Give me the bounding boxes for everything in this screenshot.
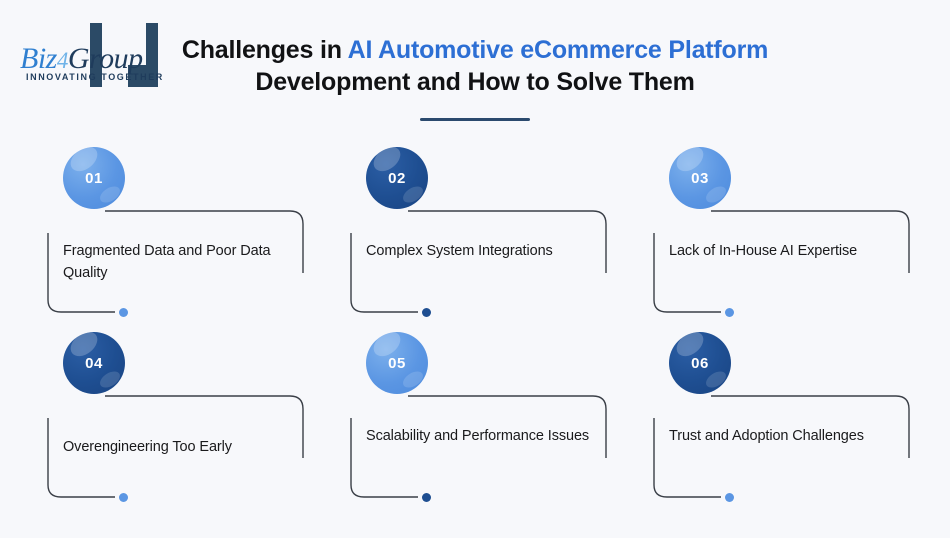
- challenge-number-label: 02: [388, 169, 406, 187]
- page-title-accent: AI Automotive eCommerce Platform: [347, 36, 769, 64]
- challenge-number-badge[interactable]: 01: [63, 147, 125, 209]
- header: Biz4Group INNOVATING TOGETHER Challenges…: [0, 0, 950, 130]
- challenge-title: Lack of In-House AI Expertise: [669, 243, 858, 259]
- logo-text-biz: Biz: [20, 42, 57, 75]
- challenge-number-label: 06: [691, 354, 709, 372]
- page-title-line-1: Challenges in AI Automotive eCommerce Pl…: [175, 34, 775, 66]
- connector-end-dot: [725, 308, 734, 317]
- challenge-title: Trust and Adoption Challenges: [669, 428, 864, 444]
- badge-gloss-secondary: [97, 183, 123, 206]
- challenge-title: Fragmented Data and Poor Data Quality: [63, 243, 271, 281]
- badge-gloss-secondary: [400, 368, 426, 391]
- brand-logo[interactable]: Biz4Group INNOVATING TOGETHER: [18, 20, 168, 90]
- challenge-title: Complex System Integrations: [366, 243, 553, 259]
- connector-end-dot: [119, 308, 128, 317]
- connector-end-dot: [725, 493, 734, 502]
- badge-gloss-secondary: [97, 368, 123, 391]
- challenge-number-badge[interactable]: 05: [366, 332, 428, 394]
- challenge-number-label: 01: [85, 169, 103, 187]
- logo-mark-notch-lower: [102, 65, 128, 87]
- challenge-number-label: 04: [85, 354, 103, 372]
- logo-mark-notch-upper: [102, 23, 146, 65]
- challenge-title: Overengineering Too Early: [63, 439, 232, 455]
- title-underline-divider: [420, 118, 530, 121]
- logo-text-group: Group: [67, 42, 143, 75]
- badge-gloss-secondary: [703, 183, 729, 206]
- logo-text-four: 4: [56, 48, 69, 73]
- challenge-number-badge[interactable]: 03: [669, 147, 731, 209]
- page-title-prefix: Challenges in: [181, 36, 348, 64]
- challenge-number-label: 05: [388, 354, 406, 372]
- challenge-number-badge[interactable]: 04: [63, 332, 125, 394]
- logo-wordmark: Biz4Group: [20, 42, 143, 76]
- connector-end-dot: [422, 493, 431, 502]
- challenge-title: Scalability and Performance Issues: [366, 428, 590, 444]
- connector-end-dot: [422, 308, 431, 317]
- challenge-number-badge[interactable]: 02: [366, 147, 428, 209]
- connector-end-dot: [119, 493, 128, 502]
- page-title-line-2: Development and How to Solve Them: [255, 68, 695, 96]
- badge-gloss-secondary: [400, 183, 426, 206]
- page-title: Challenges in AI Automotive eCommerce Pl…: [175, 34, 775, 98]
- logo-tagline: INNOVATING TOGETHER: [26, 72, 164, 82]
- challenge-number-label: 03: [691, 169, 709, 187]
- challenge-number-badge[interactable]: 06: [669, 332, 731, 394]
- badge-gloss-secondary: [703, 368, 729, 391]
